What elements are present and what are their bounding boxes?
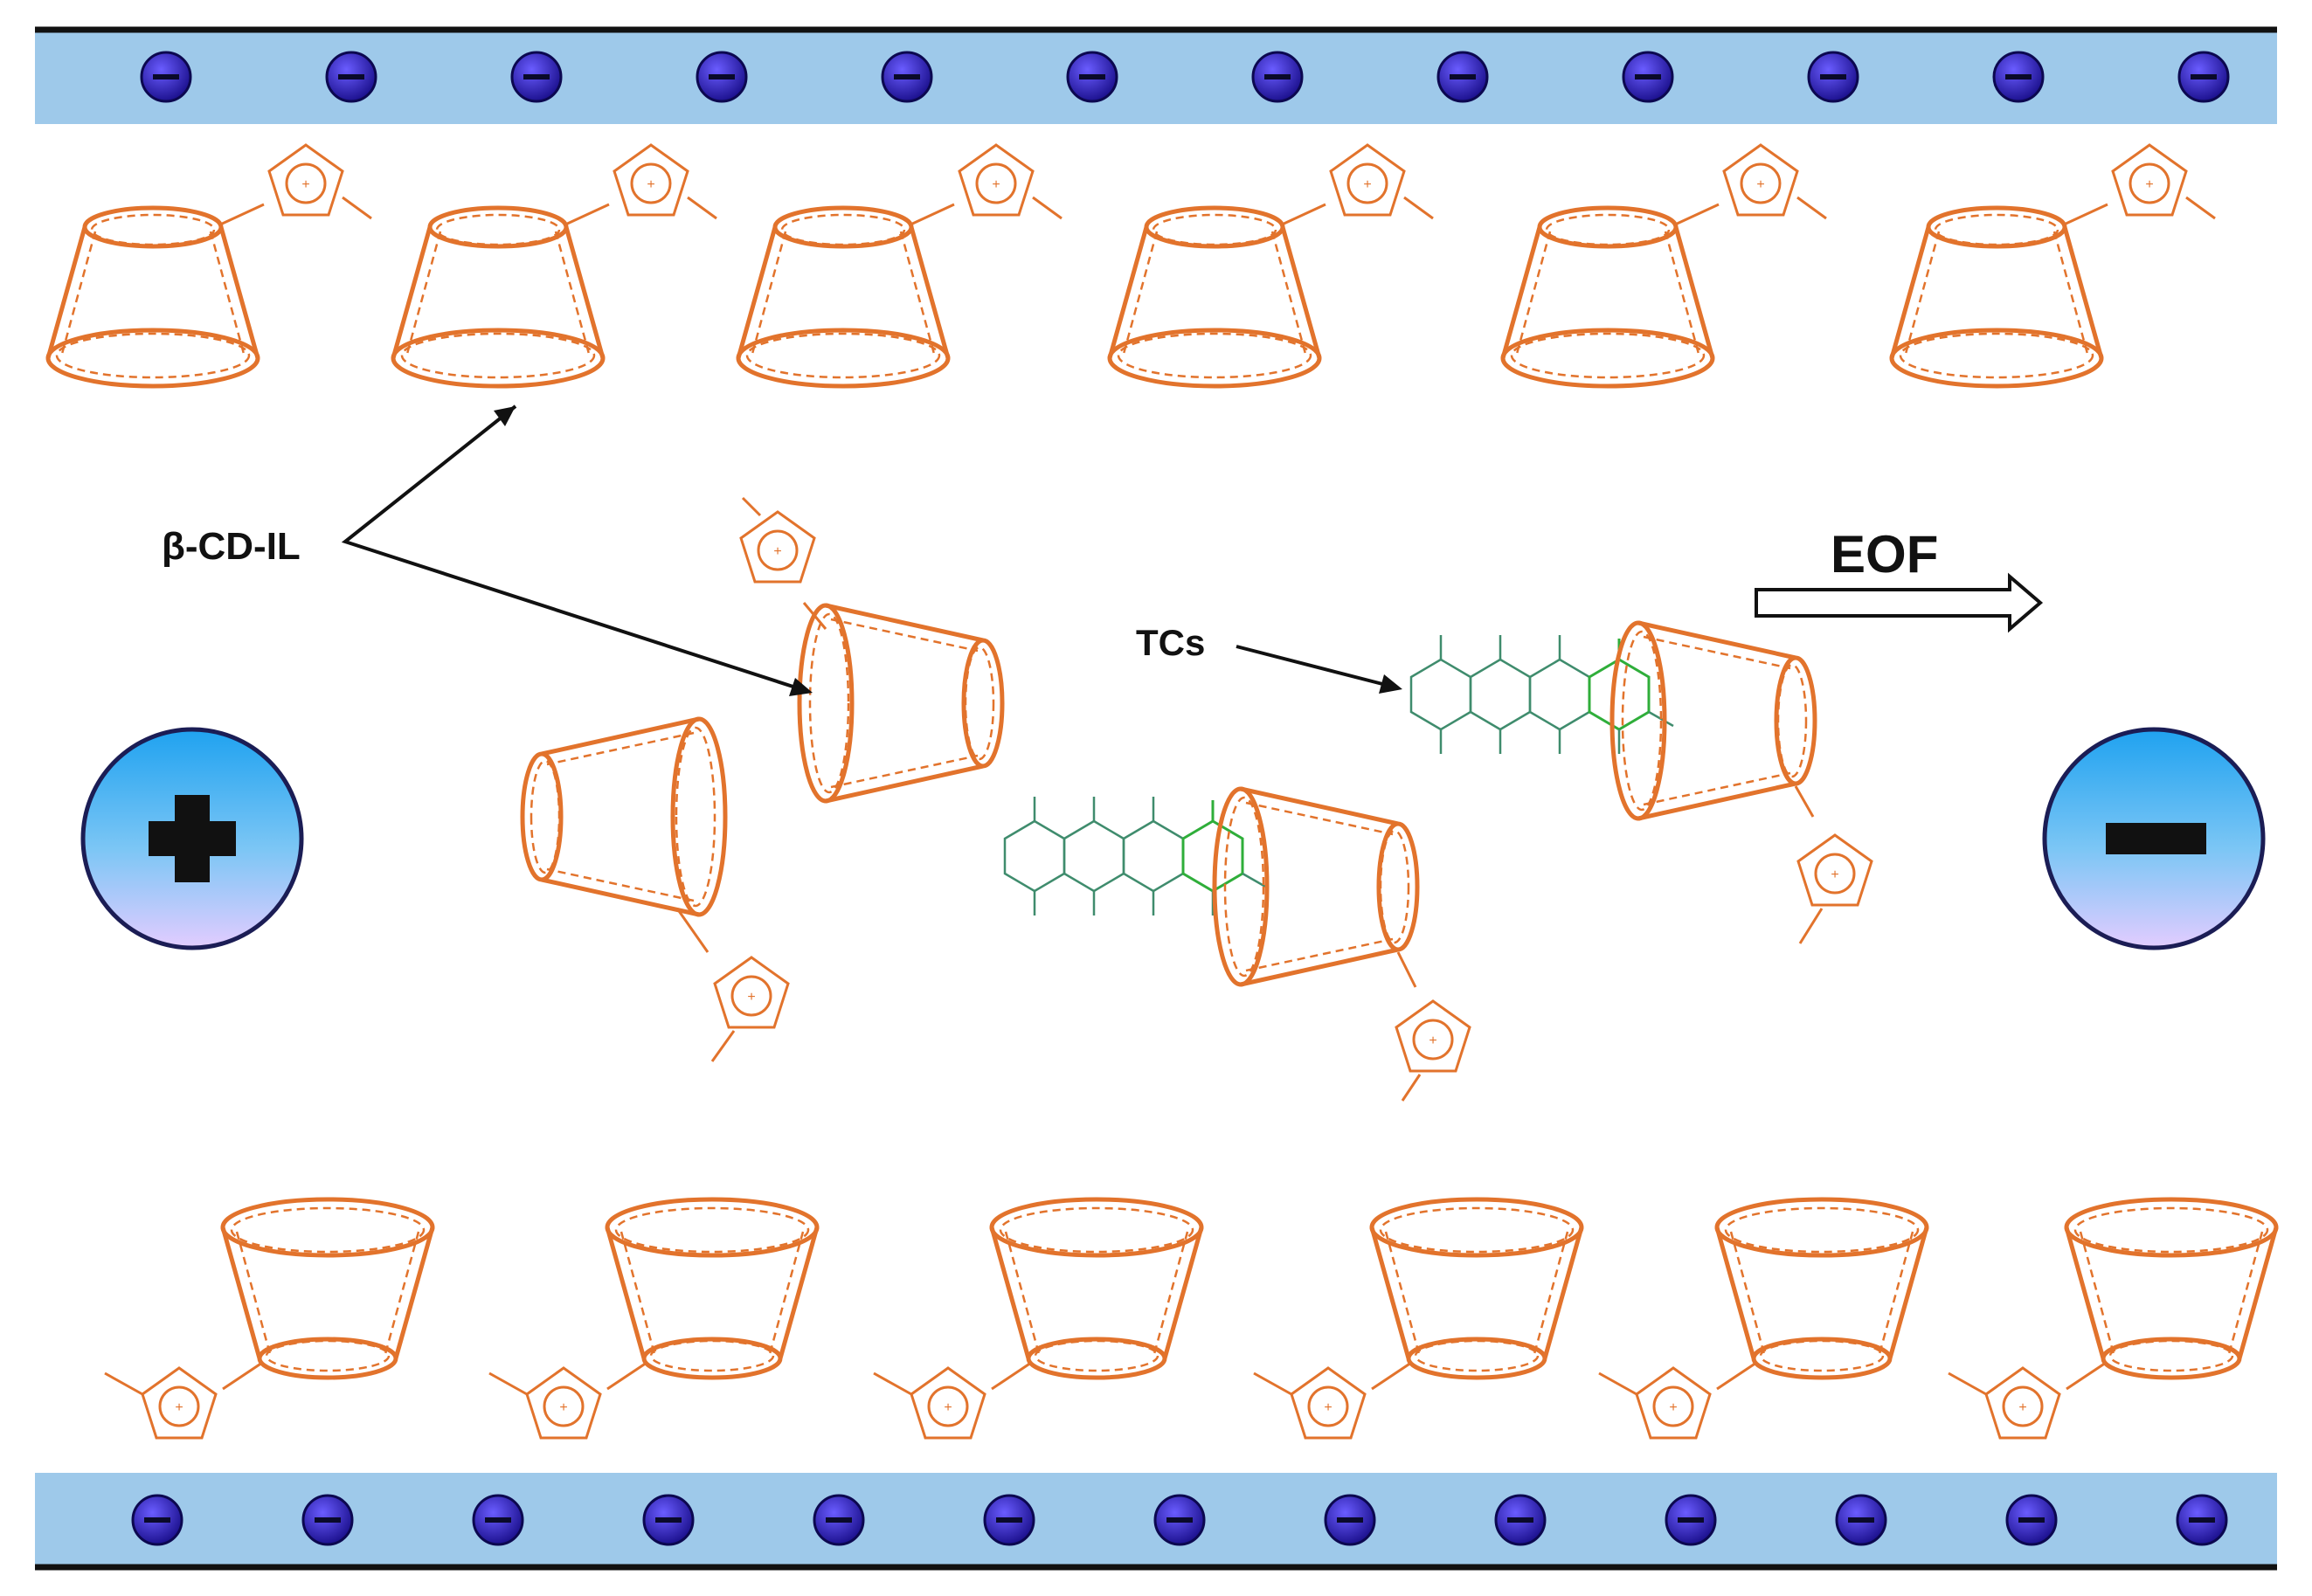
negative-charge-icon — [2177, 51, 2230, 103]
negative-charge-icon — [301, 1494, 354, 1546]
cd-il-top-4 — [1110, 143, 1434, 386]
negative-charge-icon — [1436, 51, 1489, 103]
beta-cd-il-label: β-CD-IL — [162, 525, 301, 568]
cd-il-top-1 — [48, 143, 372, 386]
wall-charges-bottom — [131, 1494, 2228, 1546]
negative-charge-icon — [140, 51, 192, 103]
negative-charge-icon — [1153, 1494, 1206, 1546]
inclusion-complex-right — [1409, 623, 1873, 944]
negative-charge-icon — [1835, 1494, 1887, 1546]
eof-label: EOF — [1831, 525, 1938, 584]
tcs-label: TCs — [1136, 622, 1205, 663]
anode-electrode — [80, 727, 304, 950]
negative-charge-icon — [472, 1494, 524, 1546]
cd-il-bottom-6 — [1948, 1199, 2276, 1440]
hollow-arrow-right-icon — [1755, 572, 2044, 633]
negative-charge-icon — [510, 51, 563, 103]
negative-charge-icon — [1992, 51, 2045, 103]
negative-charge-icon — [131, 1494, 183, 1546]
cd-il-top-5 — [1503, 143, 1827, 386]
negative-charge-icon — [1066, 51, 1118, 103]
cd-il-free-left — [523, 719, 790, 1062]
negative-charge-icon — [325, 51, 377, 103]
cd-row-top — [48, 143, 2216, 386]
cd-row-bottom — [104, 1199, 2276, 1440]
plus-sign-icon — [149, 795, 236, 882]
negative-charge-icon — [1324, 1494, 1376, 1546]
cd-il-bottom-1 — [104, 1199, 433, 1440]
negative-charge-icon — [1807, 51, 1859, 103]
negative-charge-icon — [1494, 1494, 1547, 1546]
negative-charge-icon — [813, 1494, 865, 1546]
negative-charge-icon — [983, 1494, 1035, 1546]
cd-il-bottom-3 — [873, 1199, 1201, 1440]
cd-il-bottom-2 — [488, 1199, 817, 1440]
cd-il-top-3 — [738, 143, 1063, 386]
negative-charge-icon — [642, 1494, 695, 1546]
negative-charge-icon — [696, 51, 748, 103]
negative-charge-icon — [881, 51, 933, 103]
cathode-electrode — [2042, 727, 2266, 950]
capillary-wall-top — [35, 26, 2277, 124]
label-beta-cd-il: β-CD-IL — [162, 404, 813, 696]
negative-charge-icon — [2176, 1494, 2228, 1546]
wall-charges-top — [140, 51, 2230, 103]
cd-il-bottom-5 — [1598, 1199, 1927, 1440]
negative-charge-icon — [2005, 1494, 2058, 1546]
inclusion-complex-center — [1003, 789, 1471, 1102]
negative-charge-icon — [1622, 51, 1674, 103]
minus-sign-icon — [2106, 823, 2206, 854]
negative-charge-icon — [1665, 1494, 1717, 1546]
label-tcs: TCs — [1136, 622, 1402, 694]
cd-il-bottom-4 — [1253, 1199, 1582, 1440]
eof-indicator: EOF — [1755, 525, 2044, 633]
cd-il-top-2 — [393, 143, 717, 386]
cd-il-free-center — [739, 496, 1002, 801]
negative-charge-icon — [1251, 51, 1304, 103]
cd-il-top-6 — [1892, 143, 2216, 386]
